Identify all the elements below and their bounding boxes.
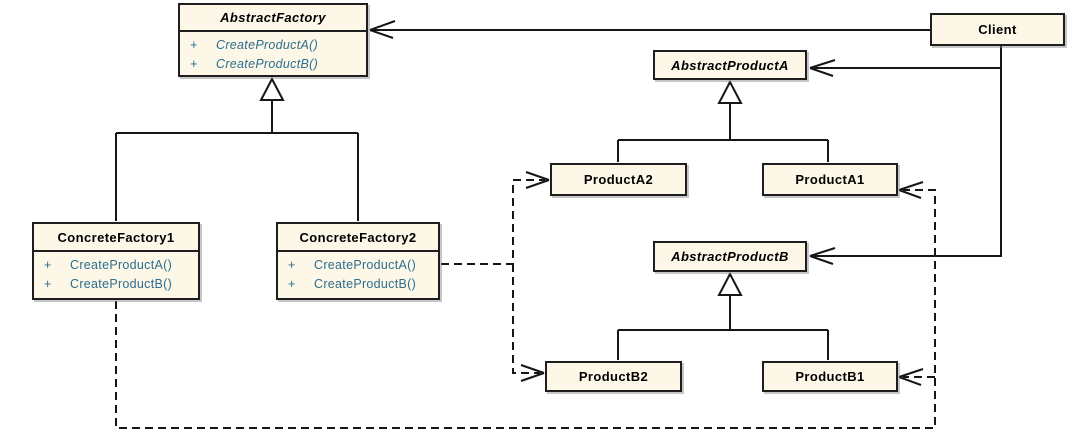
class-abstract-product-a[interactable]: AbstractProductA xyxy=(653,50,807,80)
open-arrow-icon xyxy=(898,181,924,199)
method-visibility: + xyxy=(190,57,198,71)
open-arrow-icon xyxy=(525,171,550,189)
class-abstract-factory[interactable]: AbstractFactory + CreateProductA() + Cre… xyxy=(178,3,368,77)
edge-concretefactory1-products[interactable] xyxy=(115,181,936,429)
method-signature: CreateProductA() xyxy=(216,38,319,52)
class-product-a1[interactable]: ProductA1 xyxy=(762,163,898,196)
hollow-triangle-icon xyxy=(259,76,285,101)
open-arrow-icon xyxy=(520,364,545,382)
edge-client-abstractproductb[interactable] xyxy=(809,66,1002,265)
edge-concretefactory2-products[interactable] xyxy=(441,171,550,382)
method-signature: CreateProductB() xyxy=(216,57,319,71)
open-arrow-icon xyxy=(809,247,836,265)
method-signature: CreateProductB() xyxy=(314,277,417,291)
method-signature: CreateProductA() xyxy=(314,258,417,272)
class-title: ProductA2 xyxy=(583,172,654,187)
open-arrow-icon xyxy=(898,368,924,386)
edge-generalization-abstractproductb[interactable] xyxy=(617,271,829,360)
method-item: + CreateProductB() xyxy=(190,55,362,74)
method-signature: CreateProductB() xyxy=(70,277,173,291)
hollow-triangle-icon xyxy=(717,271,743,296)
class-product-b2[interactable]: ProductB2 xyxy=(545,361,682,392)
method-item: + CreateProductA() xyxy=(190,36,362,55)
class-title: AbstractFactory xyxy=(180,5,366,32)
method-visibility: + xyxy=(288,277,296,291)
edge-generalization-abstractfactory[interactable] xyxy=(115,76,359,221)
class-title: AbstractProductB xyxy=(671,249,789,264)
class-title: ProductA1 xyxy=(795,172,865,187)
class-title: ProductB2 xyxy=(578,369,649,384)
class-title: Client xyxy=(978,22,1017,37)
method-item: + CreateProductB() xyxy=(288,275,434,294)
class-concrete-factory2[interactable]: ConcreteFactory2 + CreateProductA() + Cr… xyxy=(276,222,440,300)
open-arrow-icon xyxy=(369,20,396,39)
method-item: + CreateProductA() xyxy=(44,256,194,275)
method-item: + CreateProductA() xyxy=(288,256,434,275)
method-visibility: + xyxy=(288,258,296,272)
method-visibility: + xyxy=(44,277,52,291)
method-list: + CreateProductA() + CreateProductB() xyxy=(34,252,198,294)
class-product-b1[interactable]: ProductB1 xyxy=(762,361,898,392)
class-title: ProductB1 xyxy=(795,369,865,384)
class-concrete-factory1[interactable]: ConcreteFactory1 + CreateProductA() + Cr… xyxy=(32,222,200,300)
method-visibility: + xyxy=(44,258,52,272)
edge-client-abstractfactory[interactable] xyxy=(369,20,930,39)
edge-client-abstractproducta[interactable] xyxy=(809,46,1002,77)
hollow-triangle-icon xyxy=(717,79,743,104)
class-abstract-product-b[interactable]: AbstractProductB xyxy=(653,241,807,272)
class-client[interactable]: Client xyxy=(930,13,1065,46)
class-title: ConcreteFactory2 xyxy=(278,224,438,252)
open-arrow-icon xyxy=(809,59,836,77)
edge-generalization-abstractproducta[interactable] xyxy=(617,79,829,162)
method-signature: CreateProductA() xyxy=(70,258,173,272)
class-title: AbstractProductA xyxy=(671,57,789,73)
class-title: ConcreteFactory1 xyxy=(34,224,198,252)
method-item: + CreateProductB() xyxy=(44,275,194,294)
method-list: + CreateProductA() + CreateProductB() xyxy=(278,252,438,294)
method-visibility: + xyxy=(190,38,198,52)
method-list: + CreateProductA() + CreateProductB() xyxy=(180,32,366,74)
class-product-a2[interactable]: ProductA2 xyxy=(550,163,687,196)
